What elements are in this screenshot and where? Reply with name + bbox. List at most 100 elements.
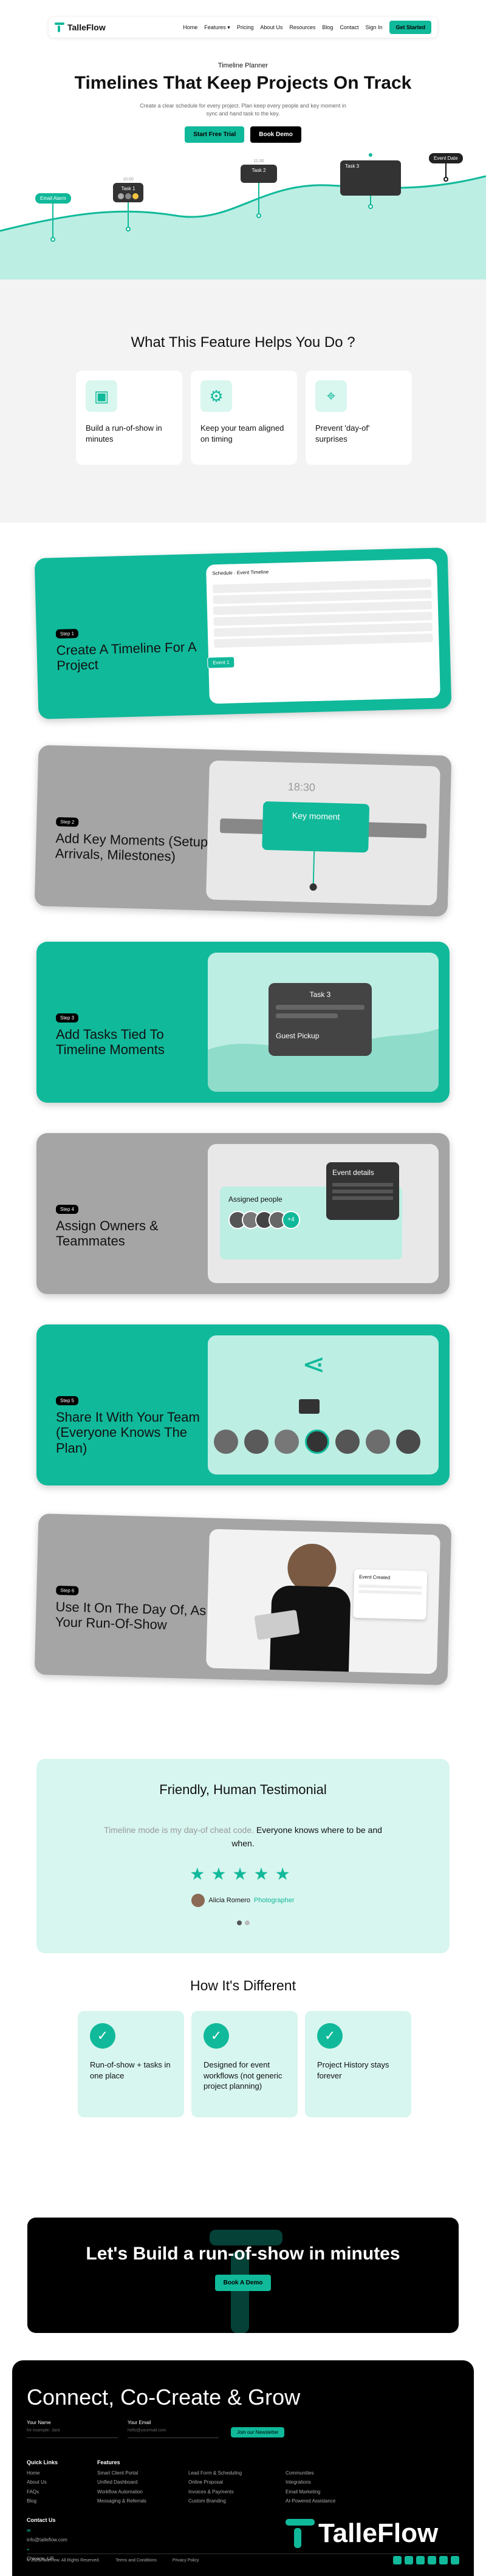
step-badge: Step 6 <box>56 1585 79 1595</box>
footer-link[interactable]: About Us <box>27 2479 47 2485</box>
task-label: Task 2 <box>252 168 266 173</box>
event-tag: Event 1 <box>207 656 235 669</box>
cta-section: Let's Build a run-of-show in minutes Boo… <box>0 2218 486 2360</box>
brand-logo[interactable]: TalleFlow <box>55 22 106 32</box>
footer-link[interactable]: Unified Dashboard <box>97 2479 138 2485</box>
footer: Connect, Co-Create & Grow Your Name Your… <box>12 2360 474 2576</box>
footer-link[interactable]: Communities <box>286 2470 314 2476</box>
task-label: Task 1 <box>121 186 135 191</box>
footer-link[interactable]: AI-Powered Assistance <box>286 2498 336 2504</box>
step-badge: Step 3 <box>56 1013 79 1023</box>
quote-main: Everyone knows where to be and when. <box>231 1825 382 1849</box>
logo-icon <box>286 2519 315 2548</box>
footer-link[interactable]: Integrations <box>286 2479 311 2485</box>
linkedin-icon[interactable] <box>416 2556 425 2564</box>
logo-watermark-icon <box>210 2230 282 2333</box>
step-title: Add Key Moments (Setup, Arrivals, Milest… <box>55 830 212 865</box>
terms-link[interactable]: Terms and Conditions <box>115 2558 157 2563</box>
email-input[interactable]: hello@yourmail.com <box>128 2428 219 2438</box>
help-card-text: Prevent 'day-of' surprises <box>315 423 370 444</box>
footer-link[interactable]: Invoices & Payments <box>188 2489 234 2495</box>
gear-icon: ⚙ <box>200 380 232 412</box>
diff-card: ✓ Designed for event workflows (not gene… <box>191 2011 298 2117</box>
footer-brand-logo: TalleFlow <box>286 2518 438 2549</box>
nav-features[interactable]: Features ▾ <box>204 24 230 31</box>
pin-label: Email Alarm <box>35 193 71 204</box>
testimonial-author: Alicia Romero Photographer <box>36 1893 450 1907</box>
contact-email-text: info@talleflow.com <box>27 2537 67 2543</box>
step-card-3: Step 3 Add Tasks Tied To Timeline Moment… <box>36 942 450 1103</box>
book-demo-button[interactable]: Book A Demo <box>214 2275 272 2291</box>
testimonial-section: Friendly, Human Testimonial Timeline mod… <box>0 1747 486 1953</box>
footer-link[interactable]: Home <box>27 2470 40 2476</box>
footer-col-quick-links: Quick Links Home About Us FAQs Blog <box>27 2458 58 2506</box>
check-icon: ✓ <box>317 2023 343 2049</box>
nav-pricing[interactable]: Pricing <box>236 24 254 30</box>
instagram-icon[interactable] <box>428 2556 436 2564</box>
panel-title: Schedule · Event Timeline <box>212 569 269 577</box>
nav-features-label: Features <box>204 24 226 30</box>
step-title: Add Tasks Tied To Timeline Moments <box>56 1027 165 1058</box>
step-card-2: Step 2 Add Key Moments (Setup, Arrivals,… <box>34 745 452 917</box>
testimonial-card: Friendly, Human Testimonial Timeline mod… <box>36 1759 450 1953</box>
tiktok-icon[interactable] <box>451 2556 459 2564</box>
help-card-text: Keep your team aligned on timing <box>200 423 284 444</box>
footer-link[interactable]: Online Proposal <box>188 2479 223 2485</box>
location-pin-icon: ⌖ <box>27 2546 30 2552</box>
nav-home[interactable]: Home <box>183 24 198 30</box>
avatar-group: +4 <box>228 1211 394 1229</box>
diff-card: ✓ Project History stays forever <box>305 2011 411 2117</box>
get-started-button[interactable]: Get Started <box>389 21 431 34</box>
location-pin-icon: ● <box>368 149 374 159</box>
nav-sign-in[interactable]: Sign In <box>365 24 383 30</box>
footer-title: Connect, Co-Create & Grow <box>27 2385 301 2410</box>
quote-faded: Timeline mode is my day-of cheat code. <box>104 1825 254 1835</box>
start-trial-button[interactable]: Start Free Trial <box>185 126 245 143</box>
section-title: What This Feature Helps You Do ? <box>131 334 355 351</box>
footer-link[interactable]: Smart Client Portal <box>97 2470 139 2476</box>
footer-bottom: © 2025 TalleFlow. All Rights Reserved. T… <box>27 2558 199 2563</box>
footer-link[interactable]: Custom Branding <box>188 2498 226 2504</box>
footer-link[interactable]: FAQs <box>27 2489 39 2495</box>
name-input[interactable]: for example: Jack <box>27 2428 118 2438</box>
col-head: Quick Links <box>27 2459 58 2465</box>
task-card: Task 3 Guest Pickup <box>269 983 372 1056</box>
timeline-pin-task2: 11:30 Task 2 <box>241 159 277 218</box>
book-demo-button[interactable]: Book Demo <box>250 126 301 143</box>
carousel-dot[interactable] <box>244 1920 250 1925</box>
task-label: Task 3 <box>345 163 360 169</box>
nav-resources[interactable]: Resources <box>289 24 316 30</box>
cta-title: Let's Build a run-of-show in minutes <box>27 2243 459 2265</box>
youtube-icon[interactable] <box>439 2556 448 2564</box>
facebook-icon[interactable] <box>393 2556 402 2564</box>
col-head: Contact Us <box>27 2517 56 2523</box>
contact-email[interactable]: ✉ info@talleflow.com <box>27 2526 67 2545</box>
footer-link[interactable]: Blog <box>27 2498 37 2504</box>
help-card: ▣ Build a run-of-show in minutes <box>76 371 182 465</box>
footer-col-features-3: Communities Integrations Email Marketing… <box>286 2458 335 2506</box>
step-card-4: Step 4 Assign Owners & Teammates Assigne… <box>36 1133 450 1294</box>
footer-link[interactable]: Lead Form & Scheduling <box>188 2470 242 2476</box>
step-title: Create A Timeline For A Project <box>56 639 196 674</box>
copyright: © 2025 TalleFlow. All Rights Reserved. <box>27 2558 100 2563</box>
task-card: Task 1 <box>113 183 143 202</box>
nav-blog[interactable]: Blog <box>322 24 334 30</box>
footer-link[interactable]: Email Marketing <box>286 2489 321 2495</box>
footer-link[interactable]: Workflow Automation <box>97 2489 143 2495</box>
carousel-dot[interactable] <box>236 1920 242 1925</box>
step-card-5: Step 5 Share It With Your Team (Everyone… <box>36 1324 450 1485</box>
x-icon[interactable] <box>405 2556 413 2564</box>
nav-contact[interactable]: Contact <box>340 24 359 30</box>
step-card-6: Step 6 Use It On The Day Of, As Your Run… <box>34 1513 452 1685</box>
privacy-link[interactable]: Privacy Policy <box>172 2558 199 2563</box>
footer-link[interactable]: Messaging & Referrals <box>97 2498 146 2504</box>
different-section: How It's Different ✓ Run-of-show + tasks… <box>0 1941 486 2218</box>
task-card: Task 3 <box>340 160 401 196</box>
nav-about[interactable]: About Us <box>260 24 283 30</box>
hero-eyebrow: Timeline Planner <box>217 62 269 69</box>
testimonial-quote: Timeline mode is my day-of cheat code. E… <box>103 1823 383 1851</box>
newsletter-button[interactable]: Join our Newsletter <box>231 2427 285 2437</box>
step-title: Use It On The Day Of, As Your Run-Of-Sho… <box>55 1598 207 1633</box>
day-of-panel: Event Created <box>206 1529 440 1674</box>
star-rating: ★★★★★ <box>190 1864 296 1883</box>
